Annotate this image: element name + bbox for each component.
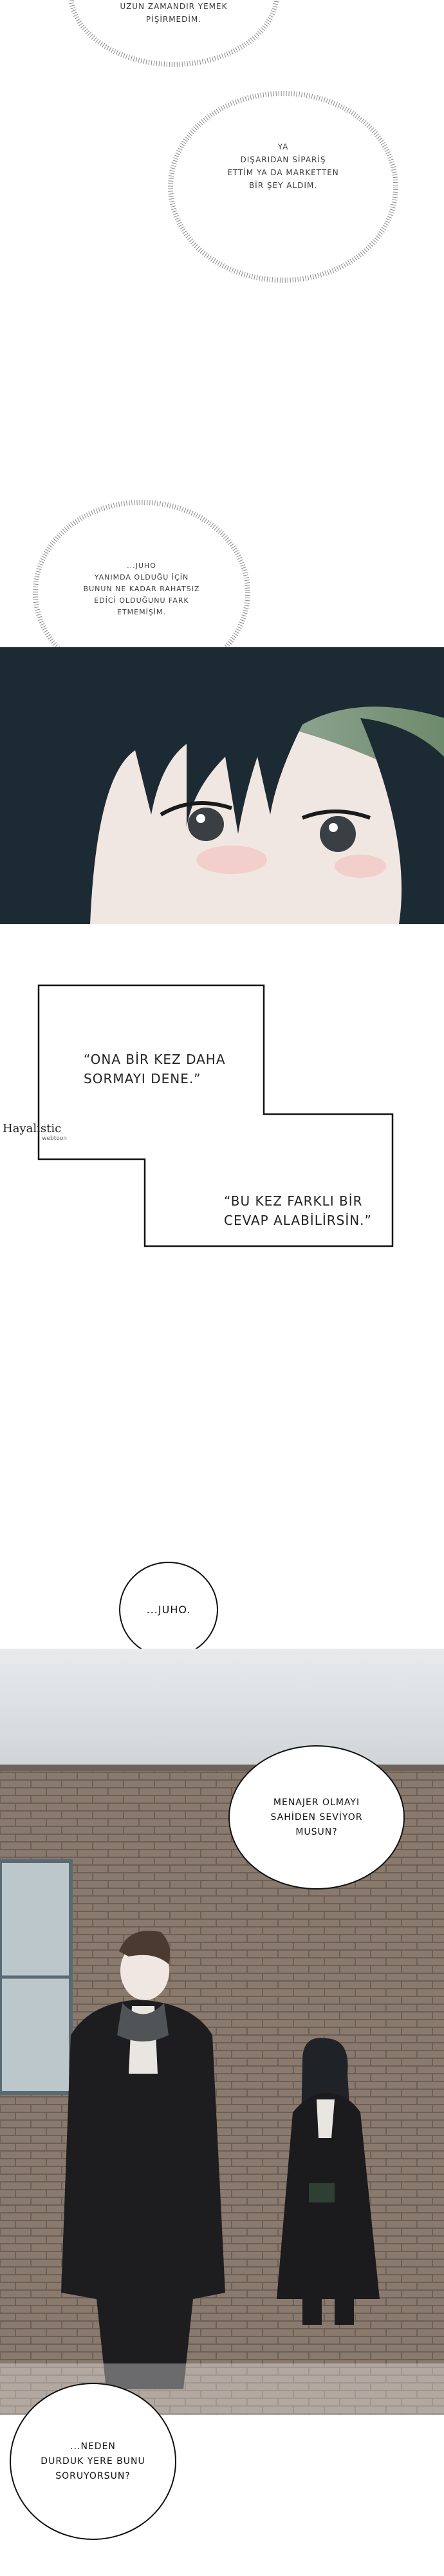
thought-bubble-1 — [68, 0, 279, 67]
street-scene-panel — [0, 1649, 444, 2415]
narration-line-1: “ONA BİR KEZ DAHA SORMAYI DENE.” — [84, 1052, 226, 1086]
street-scene-illustration — [0, 1649, 444, 2415]
thought-bubble-3-text: ...JUHO YANIMDA OLDUĞU İÇİN BUNUN NE KAD… — [83, 562, 200, 616]
watermark-sub-text: webtoon — [42, 1135, 67, 1142]
speech-bubble-why-ask: ...NEDEN DURDUK YERE BUNU SORUYORSUN? — [10, 2383, 176, 2540]
watermark: Hayalistic webtoon — [3, 1122, 73, 1142]
thought-bubble-1-text: UZUN ZAMANDIR YEMEK PİŞİRMEDİM. — [120, 2, 228, 24]
face-closeup-illustration — [0, 647, 444, 924]
thought-bubble-2 — [168, 91, 398, 283]
narration-line-2: “BU KEZ FARKLI BİR CEVAP ALABİLİRSİN.” — [224, 1193, 372, 1228]
narration-box — [37, 984, 394, 1247]
watermark-logo-text: Hayalistic — [3, 1122, 62, 1135]
speech-bubble-juho: ...JUHO. — [119, 1562, 218, 1658]
thought-bubble-2-text: YA DIŞARIDAN SİPARİŞ ETTİM YA DA MARKETT… — [227, 142, 339, 190]
face-closeup-panel — [0, 647, 444, 924]
speech-bubble-manager-question: MENAJER OLMAYI SAHİDEN SEVİYOR MUSUN? — [228, 1745, 405, 1889]
thought-bubble-3 — [33, 500, 250, 685]
